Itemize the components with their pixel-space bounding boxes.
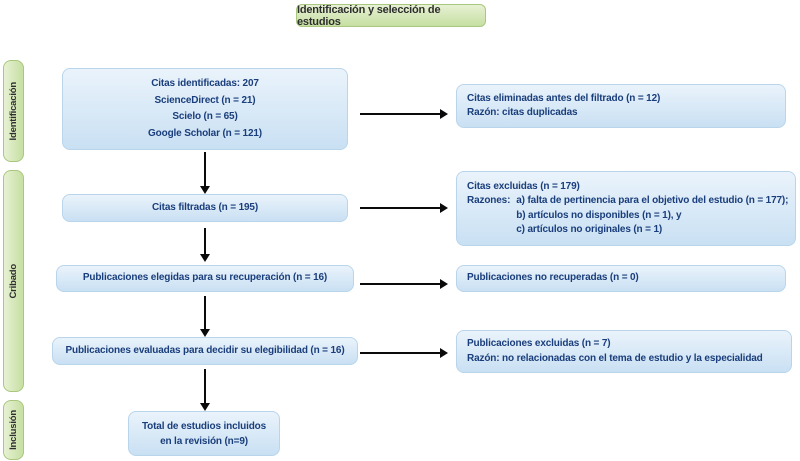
excluded-citations-title: Citas excluidas (n = 179): [467, 180, 580, 192]
reason-c: c) artículos no originales (n = 1): [516, 224, 663, 235]
reasons-list: a) falta de pertinencia para el objetivo…: [516, 194, 788, 238]
stage-bar-identificacion: Identificación: [3, 60, 24, 162]
box-citas-filtradas: Citas filtradas (n = 195): [62, 194, 348, 222]
excluded-citations-reasons: Razones: a) falta de pertinencia para el…: [467, 194, 788, 238]
box-citas-identificadas: Citas identificadas: 207 ScienceDirect (…: [62, 68, 348, 150]
stage-label-identificacion: Identificación: [8, 81, 19, 141]
included-line-2: en la revisión (n=9): [160, 435, 248, 447]
diagram-title: Identificación y selección de estudios: [296, 4, 486, 28]
not-retrieved-text: Publicaciones no recuperadas (n = 0): [467, 272, 639, 284]
arrow-down-1: [200, 152, 210, 194]
removed-before-reason: Razón: citas duplicadas: [467, 107, 578, 118]
box-citas-excluidas: Citas excluidas (n = 179) Razones: a) fa…: [456, 171, 796, 246]
box-publicaciones-no-recuperadas: Publicaciones no recuperadas (n = 0): [456, 265, 786, 292]
reason-b: b) artículos no disponibles (n = 1), y: [516, 209, 682, 221]
removed-before-line-1: Citas eliminadas antes del filtrado (n =…: [467, 92, 661, 104]
identified-scielo: Scielo (n = 65): [172, 111, 238, 122]
identified-total: Citas identificadas: 207: [151, 78, 259, 89]
arrow-right-4: [360, 348, 448, 358]
box-publicaciones-excluidas: Publicaciones excluidas (n = 7) Razón: n…: [456, 330, 792, 373]
box-publicaciones-elegidas: Publicaciones elegidas para su recuperac…: [56, 265, 354, 292]
arrow-right-3: [360, 279, 448, 289]
box-estudios-incluidos: Total de estudios incluidos en la revisi…: [128, 411, 280, 456]
excluded-publications-line-1: Publicaciones excluidas (n = 7): [467, 338, 611, 349]
reason-a: a) falta de pertinencia para el objetivo…: [516, 195, 789, 206]
stage-label-cribado: Cribado: [8, 263, 19, 299]
stage-label-inclusion: Inclusión: [8, 410, 19, 450]
reasons-label: Razones:: [467, 195, 511, 206]
stage-bar-cribado: Cribado: [3, 170, 24, 392]
arrow-down-3: [200, 296, 210, 337]
excluded-publications-reason: Razón: no relacionadas con el tema de es…: [467, 352, 763, 364]
stage-bar-inclusion: Inclusión: [3, 400, 24, 460]
box-publicaciones-evaluadas: Publicaciones evaluadas para decidir su …: [52, 337, 358, 365]
filtered-text: Citas filtradas (n = 195): [151, 201, 258, 213]
arrow-right-2: [360, 203, 448, 213]
arrow-down-2: [200, 228, 210, 262]
arrow-right-1: [360, 109, 448, 119]
identified-sciencedirect: ScienceDirect (n = 21): [154, 94, 256, 106]
identified-google-scholar: Google Scholar (n = 121): [148, 127, 262, 139]
assessed-text: Publicaciones evaluadas para decidir su …: [65, 344, 345, 356]
chosen-text: Publicaciones elegidas para su recuperac…: [82, 272, 328, 284]
arrow-down-4: [200, 369, 210, 411]
included-line-1: Total de estudios incluidos: [141, 420, 267, 432]
box-citas-eliminadas: Citas eliminadas antes del filtrado (n =…: [456, 84, 786, 128]
